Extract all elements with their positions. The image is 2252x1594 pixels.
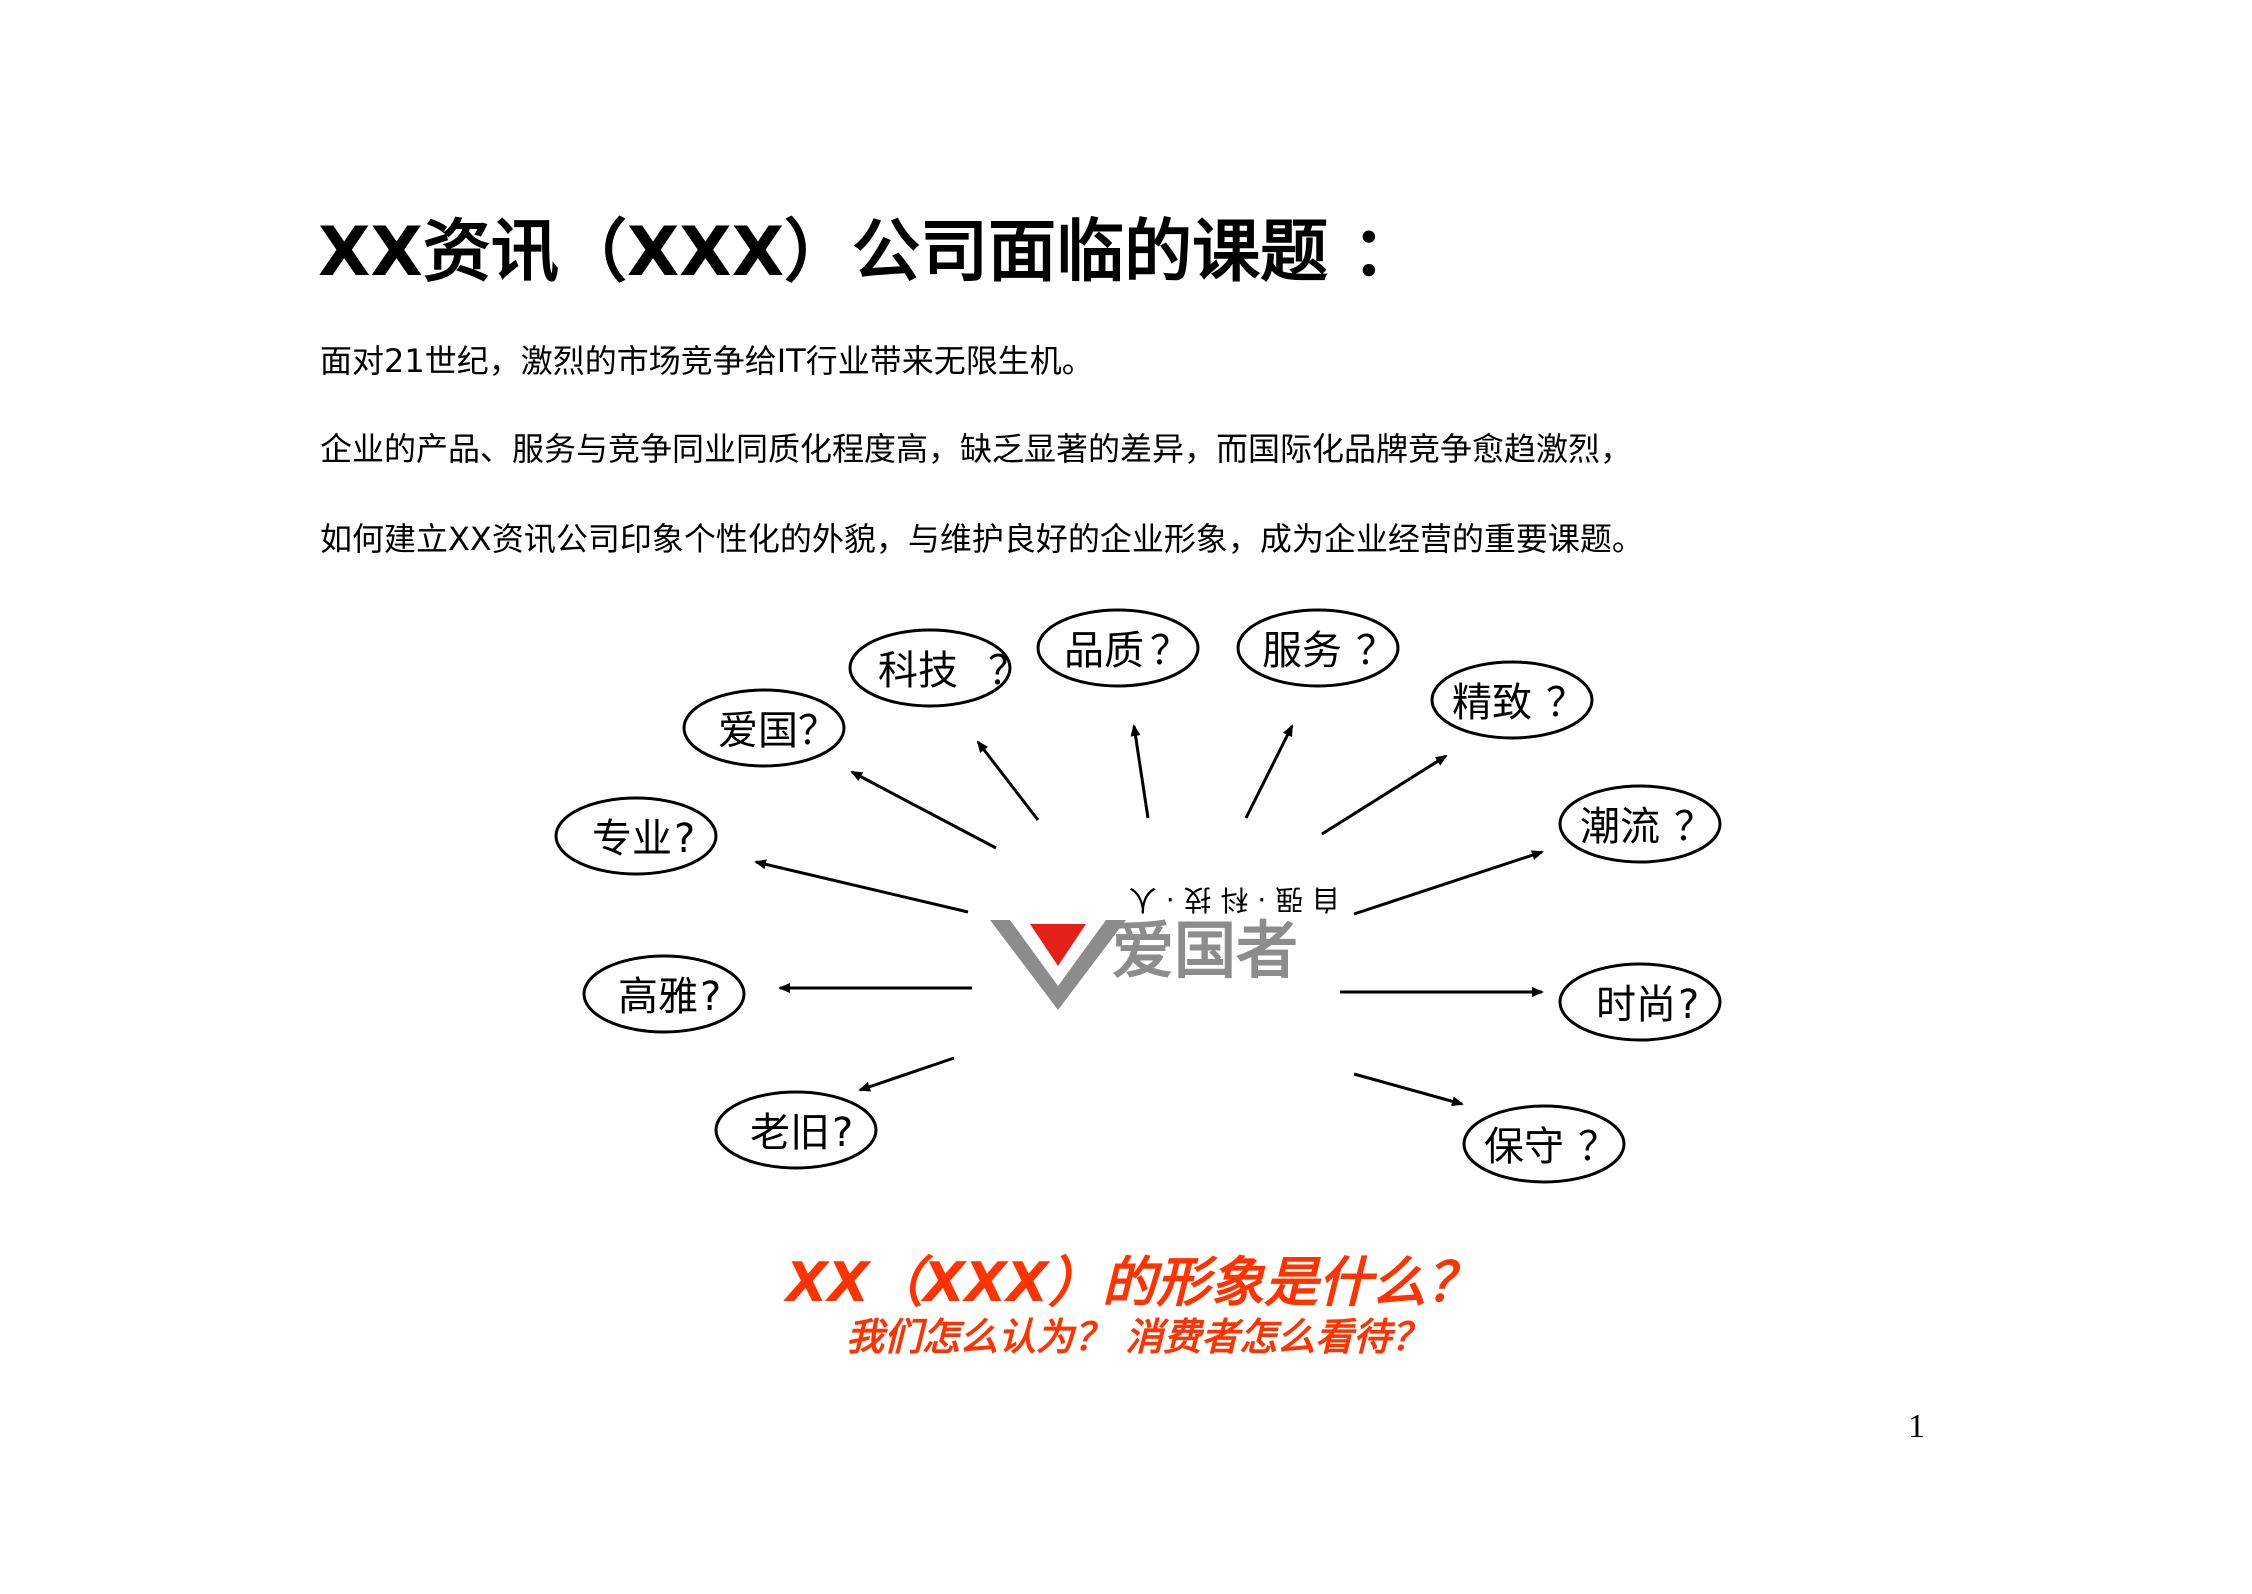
page-number: 1 <box>1908 1408 1925 1445</box>
bubble-label-zhuanye: 专业? <box>592 816 695 862</box>
logo-slogan: 自 强 · 科 技 · 人 <box>1129 883 1340 916</box>
bubble-aiguo <box>682 688 846 768</box>
question-main: XX（XXX）的形象是什么？ <box>786 1251 1481 1314</box>
bubble-label-laojiu: 老旧? <box>750 1110 853 1156</box>
arrow-to-baoshou <box>1353 1072 1464 1107</box>
bubble-baoshou <box>1462 1104 1626 1184</box>
arrow-to-pinzhi <box>1130 724 1150 819</box>
logo-v-mark <box>990 920 1126 1010</box>
bubble-zhuanye <box>554 796 718 876</box>
bubble-label-fuwu: 服务？ <box>1262 628 1396 674</box>
paragraph-2: 企业的产品、服务与竞争同业同质化程度高，缺乏显著的差异，而国际化品牌竞争愈趋激烈… <box>320 430 1633 468</box>
arrow-to-keji <box>976 740 1040 821</box>
bubble-label-aiguo: 爱国？ <box>718 708 838 754</box>
arrow-to-chaoliu <box>1353 850 1544 916</box>
bubble-label-chaoliu: 潮流？ <box>1580 804 1714 850</box>
arrow-to-jingzhi <box>1321 754 1448 836</box>
bubble-label-keji: 科技？ <box>878 648 1028 694</box>
bubble-chaoliu <box>1558 784 1722 864</box>
bubble-pinzhi <box>1036 608 1200 688</box>
logo-wordmark: 爱国者 <box>1112 914 1298 987</box>
bubble-label-shishang: 时尚? <box>1596 982 1699 1028</box>
arrow-to-fuwu <box>1244 724 1294 819</box>
bubble-jingzhi <box>1430 660 1594 740</box>
bubble-fuwu <box>1236 608 1400 688</box>
bubble-laojiu <box>714 1090 878 1170</box>
arrow-to-aiguo <box>850 770 997 850</box>
page-title: XX资讯（XXX）公司面临的课题 ： <box>318 213 1420 292</box>
arrows <box>754 724 1544 1107</box>
logo-red-triangle <box>1030 924 1086 966</box>
paragraph-1: 面对21世纪，激烈的市场竞争给IT行业带来无限生机。 <box>320 342 1094 380</box>
bubble-shishang <box>1558 962 1722 1042</box>
arrow-to-laojiu <box>858 1056 955 1092</box>
bubble-label-pinzhi: 品质？ <box>1064 628 1190 674</box>
arrow-to-zhuanye <box>754 859 969 914</box>
bubble-label-gaoya: 高雅? <box>618 974 721 1020</box>
question-sub: 我们怎么认为？ 消费者怎么看待？ <box>846 1315 1430 1359</box>
brand-logo: 爱国者 自 强 · 科 技 · 人 <box>990 883 1340 1010</box>
bubble-keji <box>848 628 1012 708</box>
paragraph-3: 如何建立XX资讯公司印象个性化的外貌，与维护良好的企业形象，成为企业经营的重要课… <box>320 520 1644 558</box>
bubble-label-jingzhi: 精致？ <box>1452 680 1586 726</box>
bubble-label-baoshou: 保守？ <box>1484 1124 1618 1170</box>
bubble-gaoya <box>582 954 746 1034</box>
